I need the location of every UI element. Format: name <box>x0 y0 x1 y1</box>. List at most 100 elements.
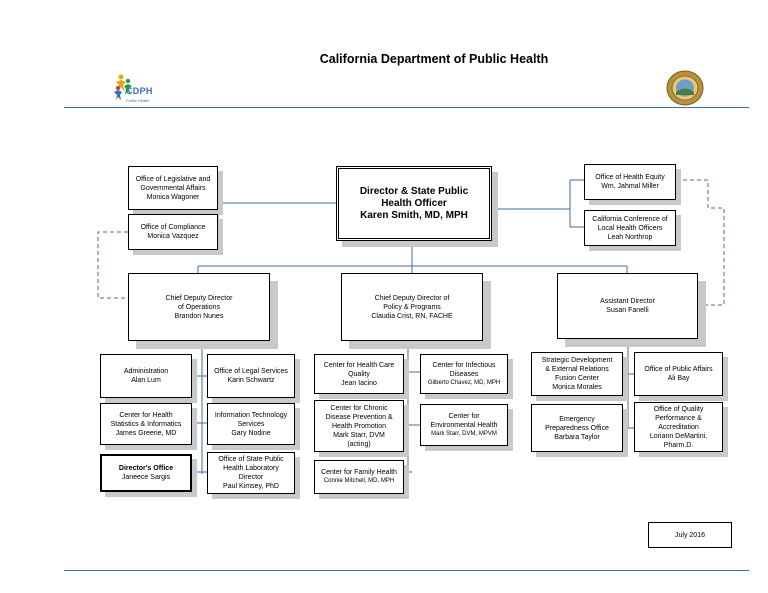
box-title: Emergency <box>559 415 595 423</box>
administration: Administration Alan Lum <box>100 354 192 398</box>
date-text: July 2016 <box>675 531 705 539</box>
box-title: Chief Deputy Director of <box>374 294 450 302</box>
box-title: Chief Deputy Director <box>165 294 233 302</box>
box-title: Center for Infectious <box>432 361 496 369</box>
box-title-cont: Services <box>237 420 265 428</box>
date-label: July 2016 <box>648 522 732 548</box>
box-title: California Conference of <box>592 215 668 223</box>
box-person: Loriann DeMartini, <box>649 432 708 440</box>
director-name: Karen Smith, MD, MPH <box>360 209 468 221</box>
box-person-note: (acting) <box>347 440 371 448</box>
box-person: Monica Morales <box>552 384 602 391</box>
box-title-cont: Statistics & Informatics <box>110 420 182 428</box>
box-person: Connie Mitchell, MD, MPH <box>323 478 395 484</box>
box-title-cont: Policy & Programs <box>383 303 441 311</box>
box-person: Monica Vazquez <box>147 233 199 240</box>
center-chronic-disease-prevention: Center for Chronic Disease Prevention & … <box>314 400 404 452</box>
center-infectious-diseases: Center for Infectious Diseases Gilberto … <box>420 354 508 394</box>
box-person: Mark Starr, DVM, MPVM <box>431 430 497 437</box>
cdph-logo: CDPH Public Health <box>112 72 162 106</box>
box-title: Center for <box>448 412 480 420</box>
california-conference-local-health-officers: California Conference of Local Health Of… <box>584 210 676 246</box>
box-title: Office of State Public <box>218 456 284 463</box>
office-quality-performance-accreditation: Office of Quality Performance & Accredit… <box>634 402 723 452</box>
box-person-cont: Pharm.D. <box>663 441 694 449</box>
box-title-cont: of Operations <box>177 303 221 311</box>
office-public-affairs: Office of Public Affairs Ali Bay <box>634 352 723 396</box>
box-title-cont: Local Health Officers <box>597 224 663 232</box>
box-person: Paul Kimsey, PhD <box>223 483 279 490</box>
box-title: Office of Compliance <box>140 224 206 231</box>
box-person: Ali Bay <box>667 375 690 382</box>
cdph-logo-text: CDPH <box>126 86 153 96</box>
box-title-cont: Health Promotion <box>331 422 387 430</box>
box-title-cont: Preparedness Office <box>545 424 609 432</box>
center-health-care-quality: Center for Health Care Quality Jean Iaci… <box>314 354 404 394</box>
office-legal-services: Office of Legal Services Karin Schwartz <box>207 354 295 398</box>
header-rule <box>64 107 749 108</box>
information-technology-services: Information Technology Services Gary Nod… <box>207 403 295 445</box>
box-title: Strategic Development <box>541 357 613 364</box>
box-title: Center for Health Care <box>323 361 395 369</box>
box-person: Barbara Taylor <box>554 433 600 441</box>
box-title-cont: Fusion Center <box>555 375 599 382</box>
box-title: Administration <box>123 368 169 375</box>
box-title-cont: Governmental Affairs <box>140 184 206 192</box>
director-title-cont: Health Officer <box>381 197 447 209</box>
office-health-equity: Office of Health Equity Wm. Jahmal Mille… <box>584 164 676 200</box>
box-title: Director's Office <box>118 465 174 472</box>
box-title: Information Technology <box>214 411 288 419</box>
box-title: Assistant Director <box>600 298 655 305</box>
box-person: Monica Wagoner <box>146 193 200 201</box>
box-person: Mark Starr, DVM <box>333 431 385 439</box>
director-title: Director & State Public <box>359 185 469 197</box>
box-title-cont: Director <box>238 474 264 481</box>
directors-office: Director's Office Janeece Sargis <box>100 454 192 492</box>
box-title-cont: Diseases <box>449 370 479 378</box>
box-person: Jean Iacino <box>341 379 377 387</box>
california-state-seal <box>666 70 704 106</box>
box-person: Brandon Nunes <box>174 312 224 320</box>
box-person: Janeece Sargis <box>121 474 171 481</box>
box-title: Office of Quality <box>653 405 704 413</box>
center-environmental-health: Center for Environmental Health Mark Sta… <box>420 404 508 446</box>
box-title-cont: Environmental Health <box>430 421 498 429</box>
chief-deputy-director-operations: Chief Deputy Director of Operations Bran… <box>128 273 270 341</box>
box-title: Office of Public Affairs <box>644 366 713 373</box>
page-title: California Department of Public Health <box>319 52 549 66</box>
assistant-director: Assistant Director Susan Fanelli <box>557 273 698 339</box>
director-state-health-officer: Director & State Public Health Officer K… <box>336 166 492 241</box>
center-health-statistics-informatics: Center for Health Statistics & Informati… <box>100 403 192 445</box>
footer-rule <box>64 570 749 571</box>
box-title-cont: Disease Prevention & <box>325 413 393 421</box>
chief-deputy-director-policy-programs: Chief Deputy Director of Policy & Progra… <box>341 273 483 341</box>
cdph-logo-subtext: Public Health <box>126 98 150 103</box>
box-person: Karin Schwartz <box>227 377 275 384</box>
center-family-health: Center for Family Health Connie Mitchell… <box>314 460 404 494</box>
office-compliance: Office of Compliance Monica Vazquez <box>128 214 218 250</box>
box-title: Center for Health <box>119 411 173 419</box>
box-title-cont: Accreditation <box>658 423 699 431</box>
box-title: Center for Family Health <box>321 469 397 476</box>
box-title: Center for Chronic <box>330 404 388 412</box>
box-title-cont: & External Relations <box>545 366 609 373</box>
box-title: Office of Health Equity <box>595 174 665 181</box>
box-person: Leah Northrop <box>607 233 653 241</box>
box-person: Wm. Jahmal Miller <box>601 183 659 190</box>
office-legislative-governmental-affairs: Office of Legislative and Governmental A… <box>128 166 218 210</box>
box-person: Claudia Crist, RN, FACHE <box>371 312 453 320</box>
emergency-preparedness-office: Emergency Preparedness Office Barbara Ta… <box>531 404 623 452</box>
box-person: James Greene, MD <box>115 429 177 437</box>
box-person: Susan Fanelli <box>606 307 649 314</box>
box-title-cont: Quality <box>348 370 370 378</box>
box-title: Office of Legislative and <box>135 175 211 183</box>
box-title-cont: Health Laboratory <box>223 465 279 472</box>
office-state-public-health-laboratory: Office of State Public Health Laboratory… <box>207 452 295 494</box>
strategic-development-external-relations: Strategic Development & External Relatio… <box>531 352 623 396</box>
box-person: Alan Lum <box>131 377 161 384</box>
box-person: Gary Nodine <box>231 429 271 437</box>
box-title-cont: Performance & <box>655 414 702 422</box>
box-title: Office of Legal Services <box>214 368 288 375</box>
box-person: Gilberto Chavez, MD, MPH <box>427 379 501 386</box>
